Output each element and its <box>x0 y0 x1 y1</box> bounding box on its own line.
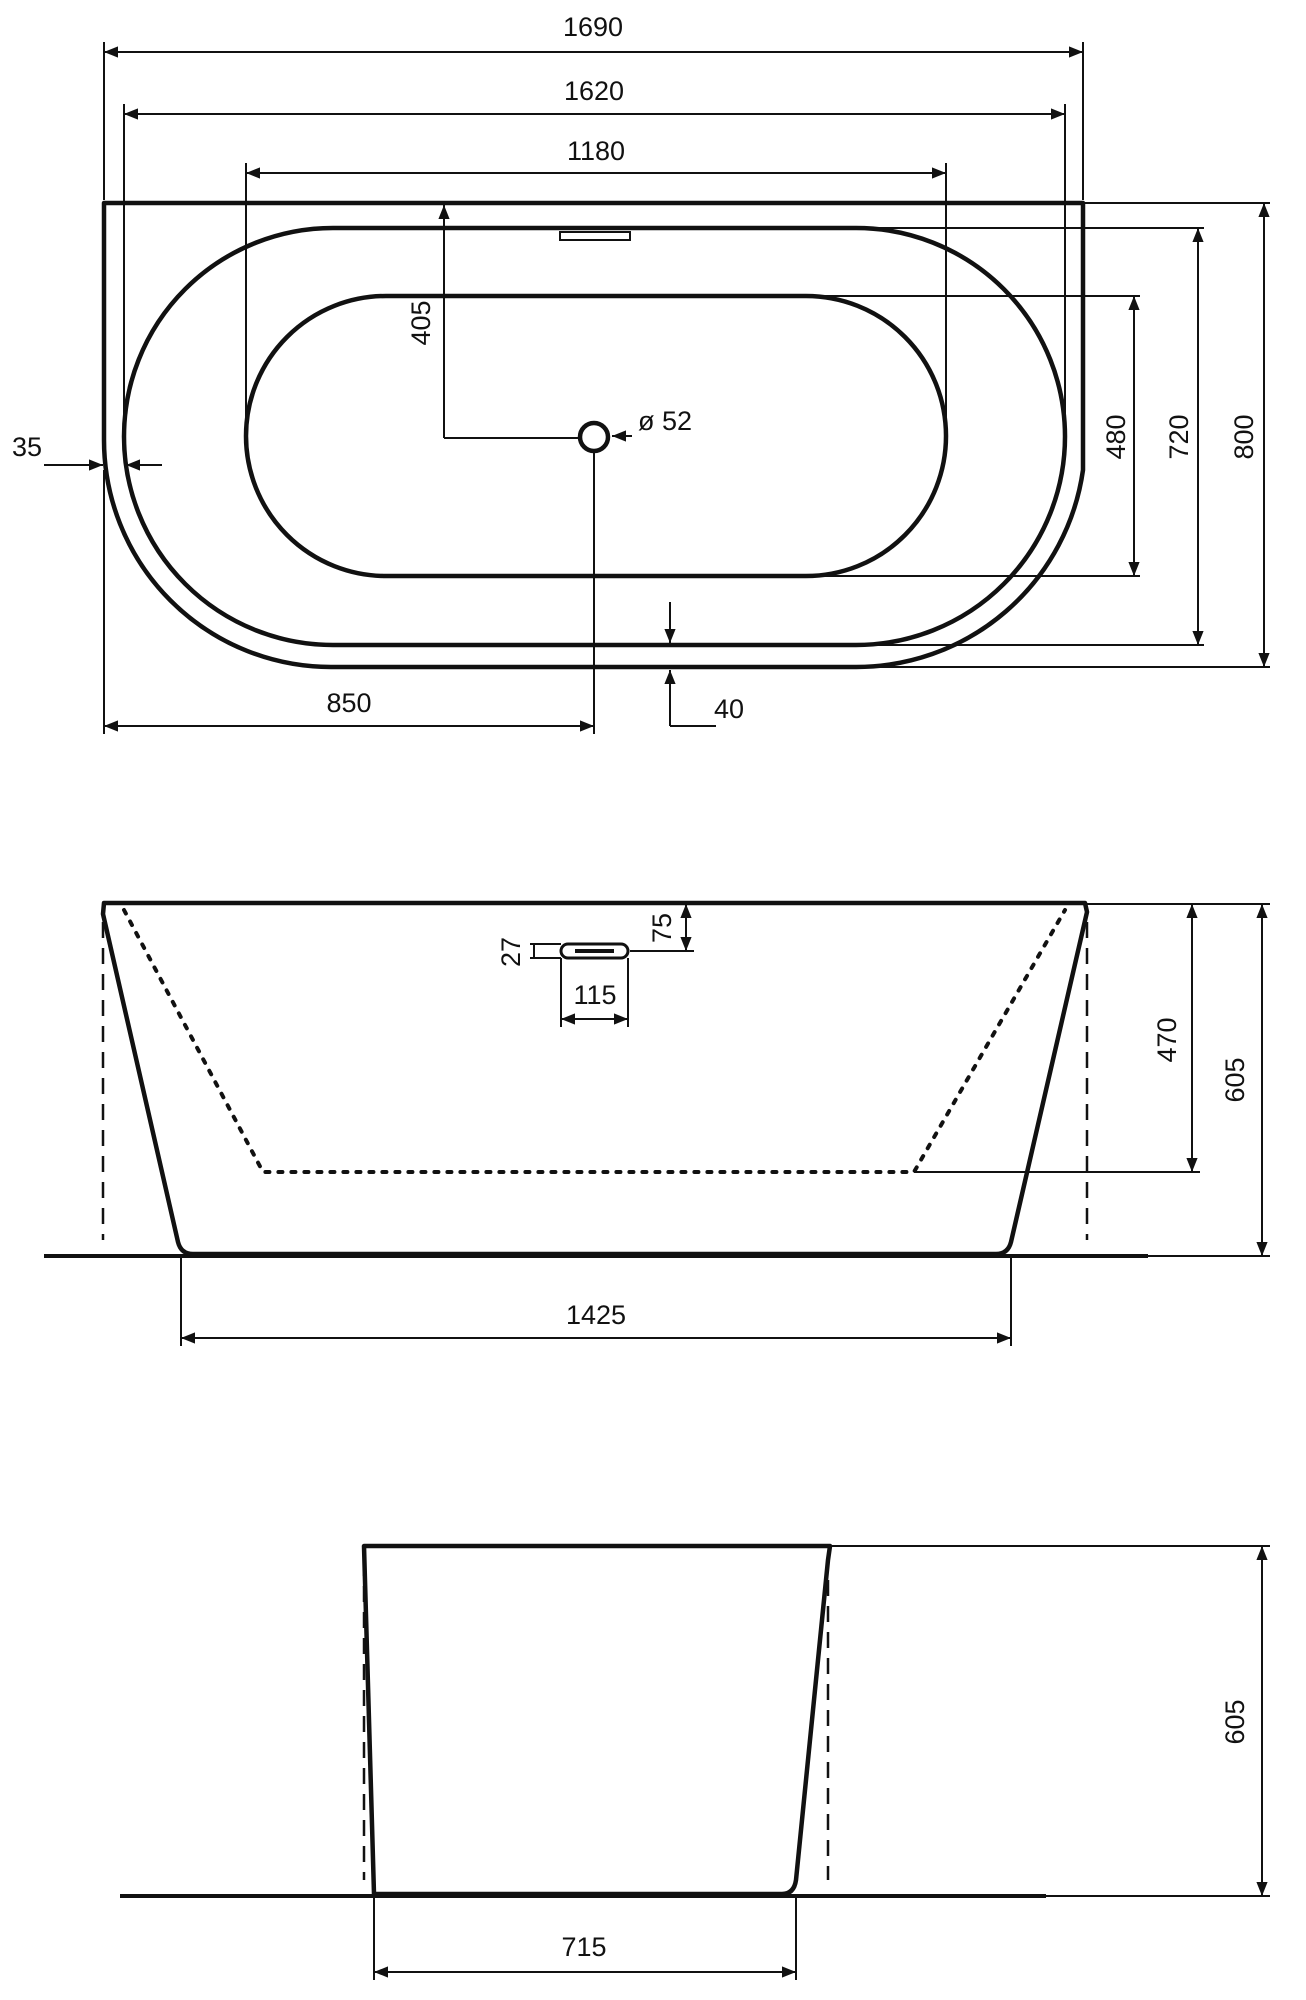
dim-850-label: 850 <box>326 688 371 718</box>
top-view-basin-outline <box>243 293 949 579</box>
front-view-inner-basin <box>122 908 1067 1174</box>
dim-35-label: 35 <box>12 432 42 462</box>
dim-470-label: 470 <box>1152 1017 1182 1062</box>
dim-720-label: 720 <box>1164 414 1194 459</box>
dim-1425-label: 1425 <box>566 1300 626 1330</box>
dim-27-label: 27 <box>496 937 526 967</box>
top-view-outer-outline <box>101 200 1086 670</box>
front-view: 27 75 115 470 605 1425 <box>44 900 1270 1346</box>
dim-800-label: 800 <box>1229 414 1259 459</box>
dim-1180-label: 1180 <box>567 136 625 166</box>
dim-480-text: 480 <box>1101 414 1131 459</box>
dim-715-label: 715 <box>561 1932 606 1962</box>
dim-605-front-label: 605 <box>1220 1057 1250 1102</box>
dim-1690-label: 1690 <box>563 12 623 42</box>
top-view-overflow-slot <box>559 231 631 241</box>
front-view-overflow <box>559 942 630 960</box>
dim-75-label: 75 <box>647 913 677 943</box>
side-view-outer-outline <box>361 1543 833 1897</box>
dim-115-label: 115 <box>573 980 616 1010</box>
dim-605-side-label: 605 <box>1220 1699 1250 1744</box>
dim-40-label: 40 <box>714 694 744 724</box>
dim-1620-label: 1620 <box>564 76 624 106</box>
top-view: 1690 1620 1180 405 ø 52 35 115 480 720 <box>12 12 1270 734</box>
top-view-drain <box>577 420 611 454</box>
front-view-outer-outline <box>100 900 1090 1257</box>
dim-405-label: 405 <box>406 300 436 345</box>
side-view: 605 715 <box>120 1543 1270 1980</box>
dim-drain-diameter-label: ø 52 <box>638 406 692 436</box>
